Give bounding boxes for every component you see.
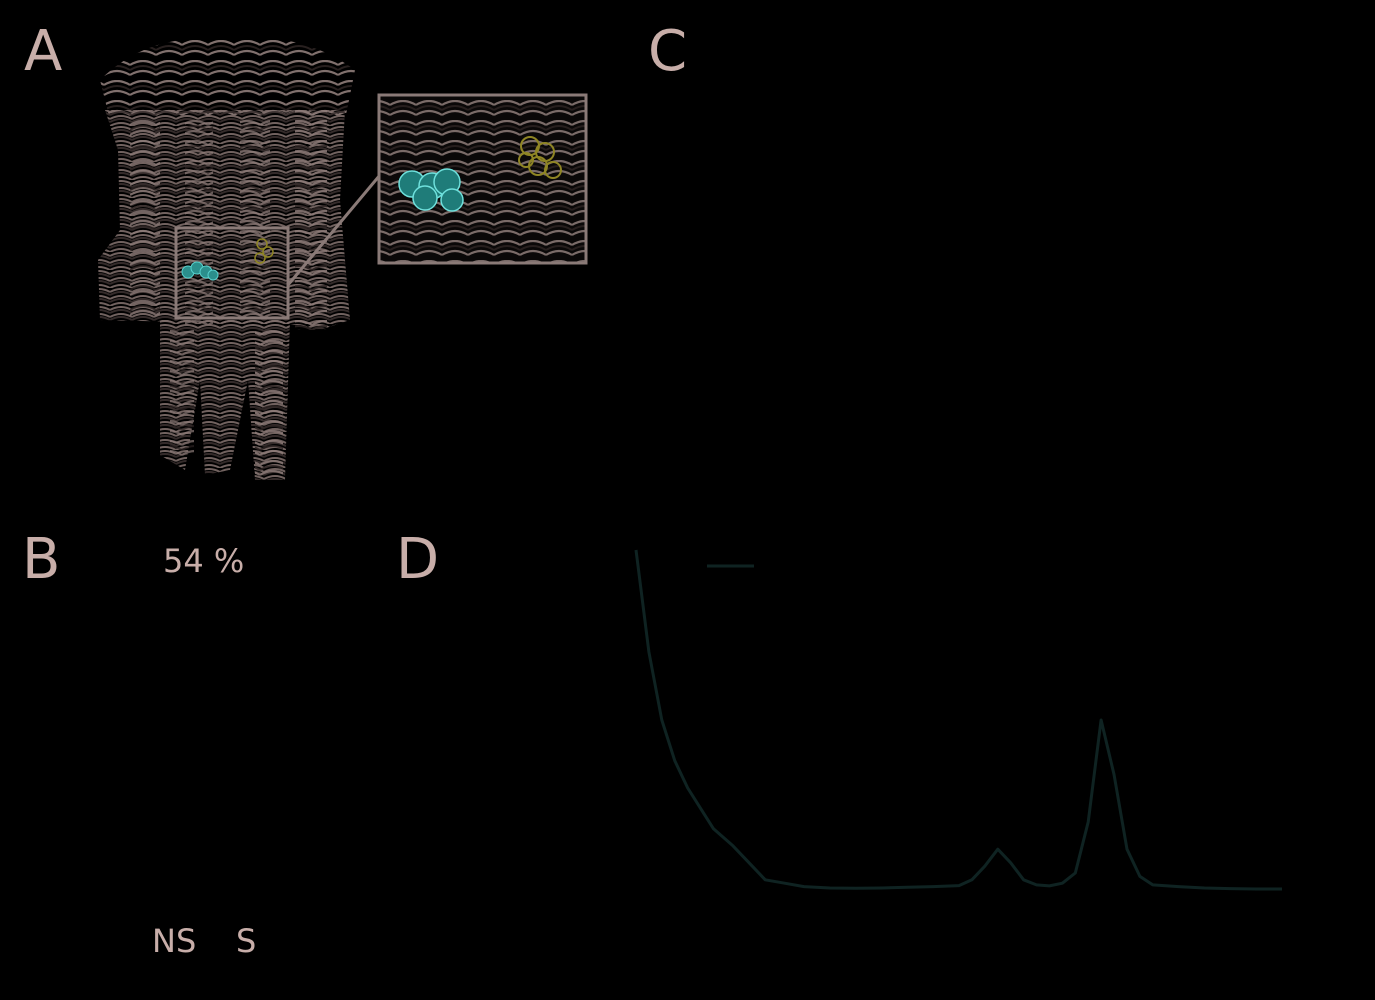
cyan-residue-cluster-small bbox=[181, 261, 219, 281]
protein-helix-column bbox=[170, 330, 194, 460]
panel-label-c: C bbox=[648, 19, 688, 84]
inset-frame bbox=[377, 93, 588, 265]
panel-label-a: A bbox=[24, 19, 63, 84]
protein-helix-column bbox=[185, 115, 213, 325]
panel-label-d: D bbox=[396, 527, 440, 592]
panel-label-b: B bbox=[22, 527, 61, 592]
category-label-s: S bbox=[236, 922, 257, 960]
protein-helix-column bbox=[295, 110, 327, 330]
percent-label: 54 % bbox=[163, 542, 245, 580]
yellow-residue-cluster-small bbox=[254, 238, 274, 264]
protein-helix-column bbox=[255, 330, 283, 480]
protein-helix-column bbox=[240, 120, 270, 320]
cyan-residue-cluster-large bbox=[398, 168, 464, 212]
chromatogram-trace-line bbox=[634, 549, 1282, 891]
category-label-ns: NS bbox=[152, 922, 197, 960]
protein-top-domain bbox=[100, 38, 355, 120]
protein-helix-column bbox=[130, 120, 160, 320]
yellow-residue-cluster-large bbox=[518, 136, 562, 179]
zoom-connector-line bbox=[286, 174, 382, 286]
zoom-region-box bbox=[174, 226, 290, 320]
